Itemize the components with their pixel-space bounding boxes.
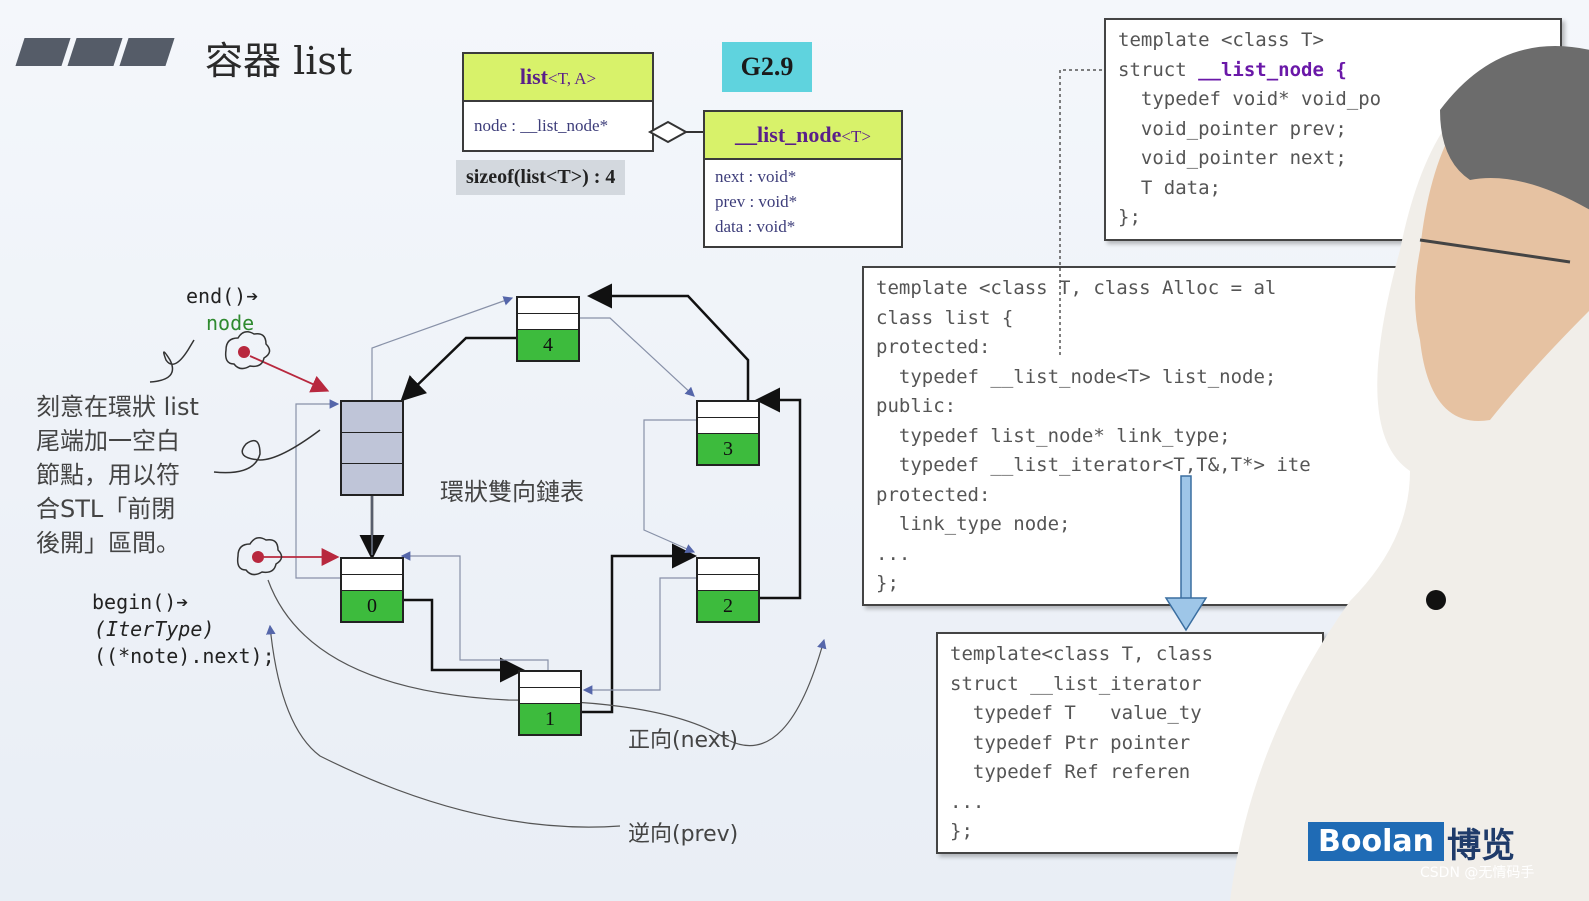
- uml-node-member: prev : void*: [715, 192, 798, 211]
- sizeof-label: sizeof(list<T>) : 4: [456, 160, 626, 195]
- uml-node-params: <T>: [841, 127, 871, 146]
- code-line: ...: [876, 542, 911, 565]
- uml-list-params: <T, A>: [547, 69, 597, 88]
- node-number: 2: [698, 591, 758, 621]
- uml-list-name: list: [519, 64, 548, 89]
- code-line: typedef list_node* link_type;: [876, 424, 1231, 447]
- code-line: typedef Ref referen: [950, 761, 1191, 783]
- code-line: public:: [876, 395, 957, 417]
- node-number: 1: [520, 704, 580, 734]
- list-node-3: 3: [696, 400, 760, 466]
- uml-node-member: next : void*: [715, 167, 797, 186]
- circular-list-label: 環狀雙向鏈表: [440, 478, 584, 506]
- code-line: typedef void* void_po: [1118, 88, 1382, 110]
- boolan-logo-cn: 博览: [1447, 826, 1515, 866]
- code-line: };: [950, 820, 973, 842]
- code-line: struct __list_iterator: [950, 672, 1202, 695]
- code-line: template <class T, class Alloc = al: [876, 277, 1277, 299]
- begin-expr-label: ((*note).next);: [94, 644, 275, 668]
- code-line: void_pointer next;: [1118, 147, 1347, 169]
- empty-end-node: [340, 400, 404, 496]
- code-line: class list {: [876, 306, 1014, 329]
- uml-list-member: node : __list_node*: [474, 116, 609, 135]
- code-line: typedef __list_node<T> list_node;: [876, 365, 1277, 388]
- code-keyword-list-node: __list_node {: [1198, 58, 1347, 81]
- code-line: template<class T, class: [950, 643, 1214, 665]
- code-line: };: [876, 572, 899, 594]
- code-line: typedef __list_iterator<T,T&,T*> ite: [876, 454, 1311, 476]
- version-badge: G2.9: [722, 42, 812, 92]
- code-line: protected:: [876, 483, 991, 506]
- code-line: ...: [950, 790, 985, 813]
- node-number: 3: [698, 434, 758, 464]
- begin-label: begin()➔: [92, 590, 189, 614]
- annotation-line: 節點，用以符: [36, 461, 180, 489]
- annotation-line: 刻意在環狀 list: [36, 393, 199, 421]
- code-line: T data;: [1118, 176, 1221, 199]
- annotation-line: 尾端加一空白: [36, 427, 180, 455]
- watermark: CSDN @无情码手: [1420, 865, 1535, 881]
- code-line: struct __list_node {: [1118, 58, 1347, 81]
- end-label: end()➔: [186, 284, 259, 308]
- node-number: 4: [518, 330, 578, 360]
- uml-node-name: __list_node: [735, 122, 842, 147]
- list-node-4: 4: [516, 296, 580, 362]
- list-node-0: 0: [340, 557, 404, 623]
- slide-title: 容器 list: [205, 39, 353, 83]
- list-node-2: 2: [696, 557, 760, 623]
- uml-node-box: __list_node<T> next : void* prev : void*…: [703, 110, 903, 248]
- forward-label: 正向(next): [628, 728, 738, 753]
- code-line: };: [1118, 206, 1141, 228]
- boolan-logo: Boolan: [1308, 822, 1444, 861]
- code-line: protected:: [876, 336, 991, 358]
- list-node-1: 1: [518, 670, 582, 736]
- uml-list-box: list<T, A> node : __list_node*: [462, 52, 654, 152]
- code-line: typedef Ptr pointer: [950, 731, 1191, 754]
- node-label: node: [206, 311, 255, 335]
- code-line: void_pointer prev;: [1118, 117, 1347, 140]
- uml-node-member: data : void*: [715, 217, 796, 236]
- code-class-list: template <class T, class Alloc = al class…: [862, 266, 1450, 606]
- code-line: typedef T value_ty: [950, 702, 1202, 724]
- annotation-line: 合STL「前閉: [36, 495, 176, 523]
- code-line: link_type node;: [876, 513, 1071, 535]
- annotation-line: 後開」區間。: [36, 529, 180, 557]
- code-line: template <class T>: [1118, 29, 1324, 51]
- annotation-text: 刻意在環狀 list 尾端加一空白 節點，用以符 合STL「前閉 後開」區間。: [36, 390, 199, 560]
- node-number: 0: [342, 591, 402, 621]
- backward-label: 逆向(prev): [628, 822, 739, 847]
- begin-cast-label: (IterType): [94, 617, 215, 641]
